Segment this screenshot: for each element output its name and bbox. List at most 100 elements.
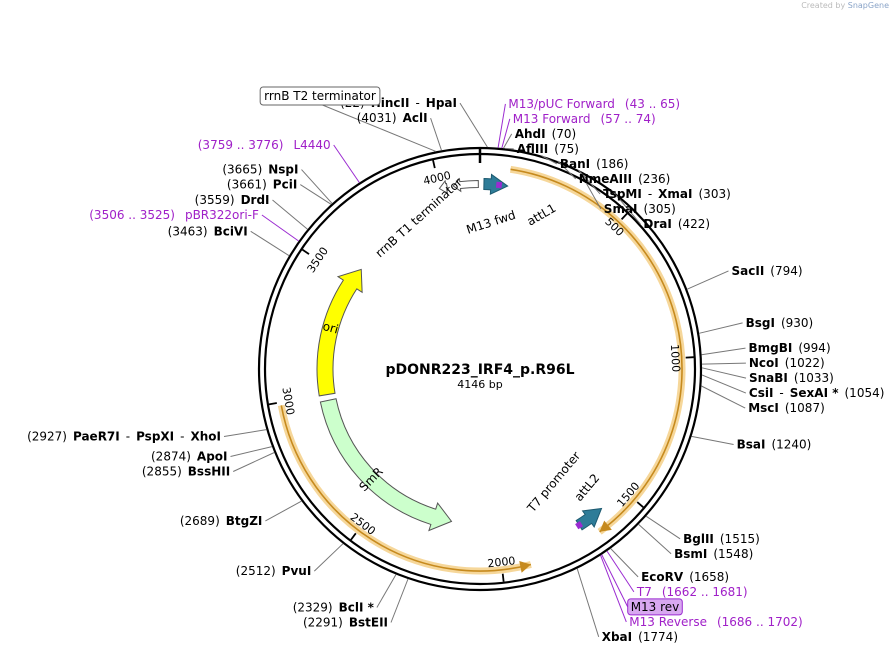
label-part-text: L4440 (293, 138, 330, 152)
label-part-enz: DraI (643, 217, 671, 231)
tick-3500 (301, 248, 310, 255)
tick-label-3500: 3500 (305, 245, 331, 275)
orf-layer (277, 165, 686, 575)
label-csii-sexai: CsiI-SexAI *(1054) (749, 386, 885, 400)
label-sep: - (126, 430, 130, 444)
leader-btgzi (265, 500, 302, 522)
label-part-enz: SmaI (604, 202, 638, 216)
label-part-num: (930) (781, 316, 813, 330)
label-part-num: (994) (798, 341, 830, 355)
leader-l4440 (333, 144, 360, 183)
tick-4000 (432, 160, 436, 169)
label-part-enz: BsgI (746, 316, 775, 330)
label-part-num: (4031) (357, 111, 397, 125)
label-sep: - (779, 386, 783, 400)
leader-bsai (691, 435, 734, 445)
leader-rrnb-t2-terminator (319, 103, 437, 152)
label-part-num: (3463) (168, 224, 208, 238)
label-part-enz: TspMI (603, 187, 642, 201)
leader-smai (578, 170, 602, 210)
label-bsmi: BsmI (1548) (674, 547, 753, 561)
label-part-enz: PciI (273, 178, 298, 192)
label-pcii: (3661) PciI (227, 178, 297, 192)
label-ecorv: EcoRV(1658) (641, 570, 729, 584)
label-part-num: (236) (638, 172, 670, 186)
label-part-enz2: SexAI * (790, 386, 839, 400)
label-part-text: M13/pUC Forward (508, 97, 615, 111)
label-bcivi: (3463) BciVI (168, 224, 248, 238)
label-part-enz: BciVI (214, 224, 248, 238)
m13-fwd-label: M13 fwd (465, 208, 518, 237)
label-bcli: (2329)BclI * (293, 601, 375, 615)
feature-smr (319, 398, 453, 532)
label-paer7i-pspxi-xhoi: (2927)PaeR7I-PspXI-XhoI (27, 430, 221, 444)
label-part-enz: NmeAIII (579, 172, 632, 186)
label-part-enz: BsaI (737, 438, 766, 452)
leader-m13-puc-forward (497, 103, 506, 148)
label-bsshii: (2855)BssHII (142, 465, 230, 479)
label-part-enz: HincII (371, 96, 410, 110)
label-tspmi-xmai: TspMI-XmaI(303) (603, 187, 731, 201)
leader-msci (701, 385, 746, 409)
leader-t7 (606, 550, 635, 593)
leader-snabi (701, 367, 747, 379)
label-part-enz3: XhoI (190, 430, 221, 444)
leader-m13-rev (601, 554, 629, 608)
label-btgzi: (2689)BtgZI (180, 514, 263, 528)
feature-label-ori: ori (321, 319, 340, 337)
label-part-enz: BsmI (674, 547, 707, 561)
label-smai: SmaI(305) (604, 202, 676, 216)
label-nmeaiii: NmeAIII (236) (579, 172, 671, 186)
label-part-num: (1087) (785, 401, 825, 415)
label-part-enz: SacII (732, 264, 765, 278)
label-part-enz: XbaI (602, 630, 632, 644)
label-pbr322ori-f: (3506 .. 3525)pBR322ori-F (89, 208, 259, 222)
label-rrnb-t2-terminator: rrnB T2 terminator (264, 89, 376, 103)
leader-nspi (301, 169, 333, 204)
label-part-enz: BclI * (339, 601, 375, 615)
feature-rrnb-t2 (438, 179, 449, 195)
feature-ori (316, 268, 363, 397)
leader-bsteii (390, 578, 409, 623)
label-part-text: pBR322ori-F (185, 208, 259, 222)
leader-nmeaiii (557, 160, 577, 180)
label-bani: BanI(186) (560, 157, 629, 171)
label-snabi: SnaBI(1033) (749, 371, 834, 385)
tick-label-2000: 2000 (487, 554, 516, 570)
label-part-num: (3665) (222, 163, 262, 177)
label-l4440: (3759 .. 3776)L4440 (198, 138, 331, 152)
tick-3000 (268, 402, 277, 406)
m13-rev-box (627, 598, 683, 616)
label-acli: (4031) AclI (357, 111, 428, 125)
orf-smr-arrowhead (519, 561, 531, 573)
label-part-num: (2927) (27, 430, 67, 444)
tick-2500 (350, 532, 357, 541)
label-part-num: (2291) (303, 616, 343, 630)
label-part-enz: AclI (403, 111, 428, 125)
label-layer: M13/pUC Forward(43 .. 65)M13 Forward(57 … (27, 86, 885, 644)
label-part-enz: PvuI (282, 564, 312, 578)
leader-afliii (505, 147, 514, 150)
label-part-enz: CsiI (749, 386, 774, 400)
leader-sacii (686, 270, 729, 290)
leader-apoi (230, 446, 273, 457)
label-part-num: (70) (552, 127, 577, 141)
label-pvui: (2512)PvuI (236, 564, 312, 578)
label-apoi: (2874)ApoI (151, 450, 228, 464)
orf-smr-band (277, 404, 532, 575)
label-part-num: (1774) (638, 630, 678, 644)
label-part-enz: BanI (560, 157, 590, 171)
label-bsai: BsaI(1240) (737, 438, 812, 452)
label-sep: - (648, 187, 652, 201)
label-m13-rev: M13 rev (631, 600, 680, 614)
tick-2000 (501, 573, 505, 582)
label-part-enz2: HpaI (426, 96, 457, 110)
credit-prefix: Created by (801, 1, 846, 10)
leader-pvui (313, 543, 344, 572)
leader-csii-sexai (701, 374, 747, 394)
label-part-num: (3661) (227, 178, 267, 192)
label-part-range: (1662 .. 1681) (662, 585, 748, 599)
label-part-num: (1548) (713, 547, 753, 561)
